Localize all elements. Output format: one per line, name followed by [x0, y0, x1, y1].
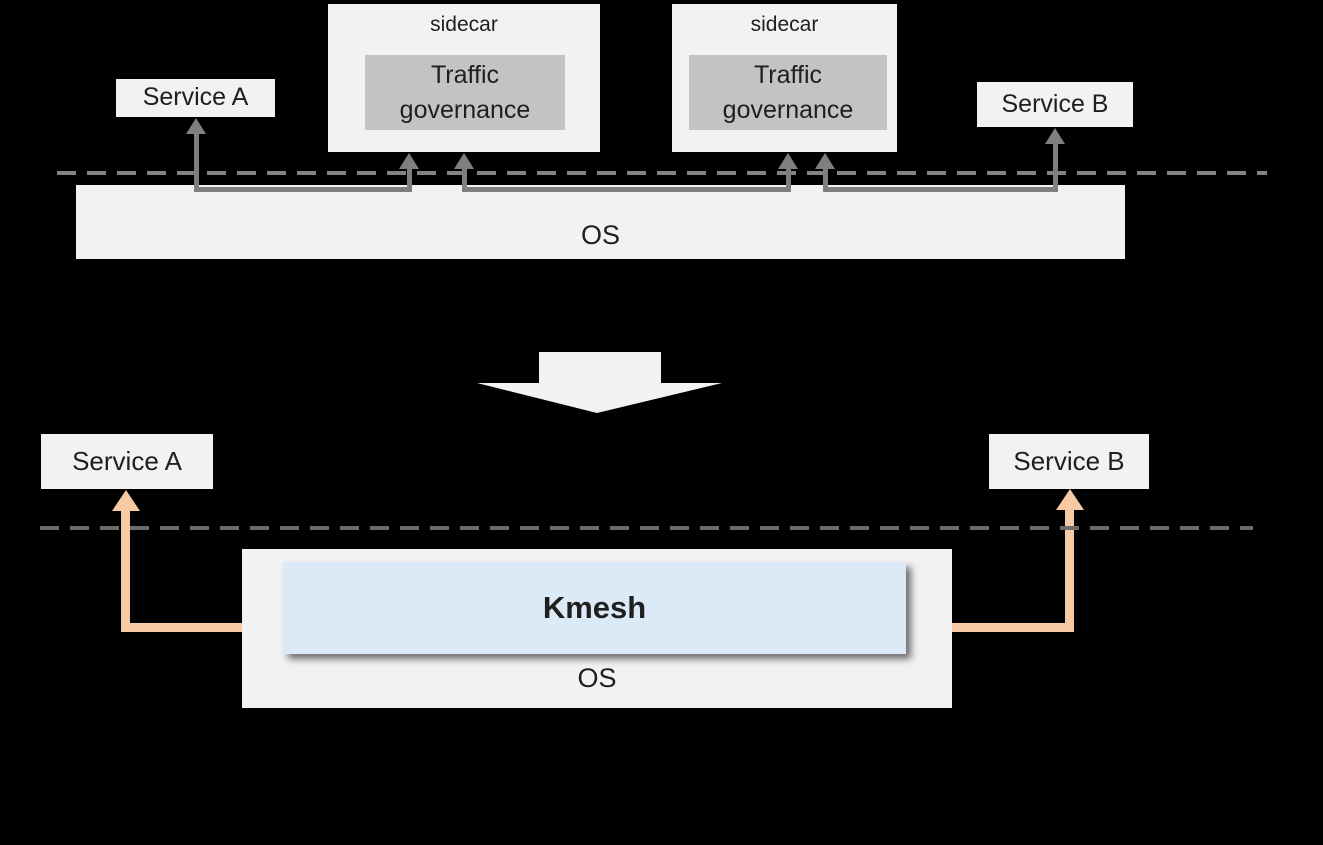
transition-down-arrow-icon [477, 352, 722, 413]
arrow-up-icon [454, 153, 474, 169]
orange-connector-leg [1065, 508, 1074, 632]
service-b-box-before: Service B [977, 82, 1133, 127]
userspace-kernel-divider-before [57, 171, 1267, 175]
connector-leg [823, 167, 828, 192]
connector-leg [407, 167, 412, 192]
arrow-up-icon [1045, 128, 1065, 144]
service-a-label-before: Service A [142, 83, 249, 112]
kmesh-label: Kmesh [542, 590, 647, 625]
os-bar-before: OS [76, 185, 1125, 259]
arrow-up-icon [815, 153, 835, 169]
traffic-governance-2-label: Traffic governance [722, 60, 854, 124]
connector-run [462, 187, 791, 192]
traffic-governance-1-label: Traffic governance [399, 60, 531, 124]
os-box-after: Kmesh OS [242, 549, 952, 708]
arrow-up-icon [186, 118, 206, 134]
orange-connector-leg [121, 509, 130, 632]
service-b-label-after: Service B [1013, 446, 1125, 476]
sidecar-2-box: sidecar Traffic governance [672, 4, 897, 152]
connector-leg [462, 167, 467, 192]
service-a-label-after: Service A [72, 446, 182, 476]
userspace-kernel-divider-after [40, 526, 1253, 530]
connector-run [823, 187, 1058, 192]
orange-connector-run [952, 623, 1074, 632]
os-label-before: OS [580, 220, 620, 250]
service-b-box-after: Service B [989, 434, 1149, 489]
traffic-governance-2-box: Traffic governance [689, 55, 887, 130]
service-a-box-before: Service A [116, 79, 275, 117]
orange-connector-run [121, 623, 242, 632]
arrow-up-icon [778, 153, 798, 169]
sidecar-1-box: sidecar Traffic governance [328, 4, 600, 152]
sidecar-2-title: sidecar [750, 13, 819, 36]
connector-leg [1053, 143, 1058, 192]
arrow-up-icon [399, 153, 419, 169]
connector-leg [786, 167, 791, 192]
sidecar-1-title: sidecar [430, 13, 498, 36]
orange-arrow-up-icon [1056, 489, 1084, 510]
connector-run [194, 187, 412, 192]
service-b-label-before: Service B [1001, 89, 1109, 118]
kmesh-box: Kmesh [283, 562, 906, 654]
connector-leg [194, 132, 199, 192]
os-label-after: OS [577, 663, 617, 693]
orange-arrow-up-icon [112, 490, 140, 511]
service-a-box-after: Service A [41, 434, 213, 489]
traffic-governance-1-box: Traffic governance [365, 55, 565, 130]
